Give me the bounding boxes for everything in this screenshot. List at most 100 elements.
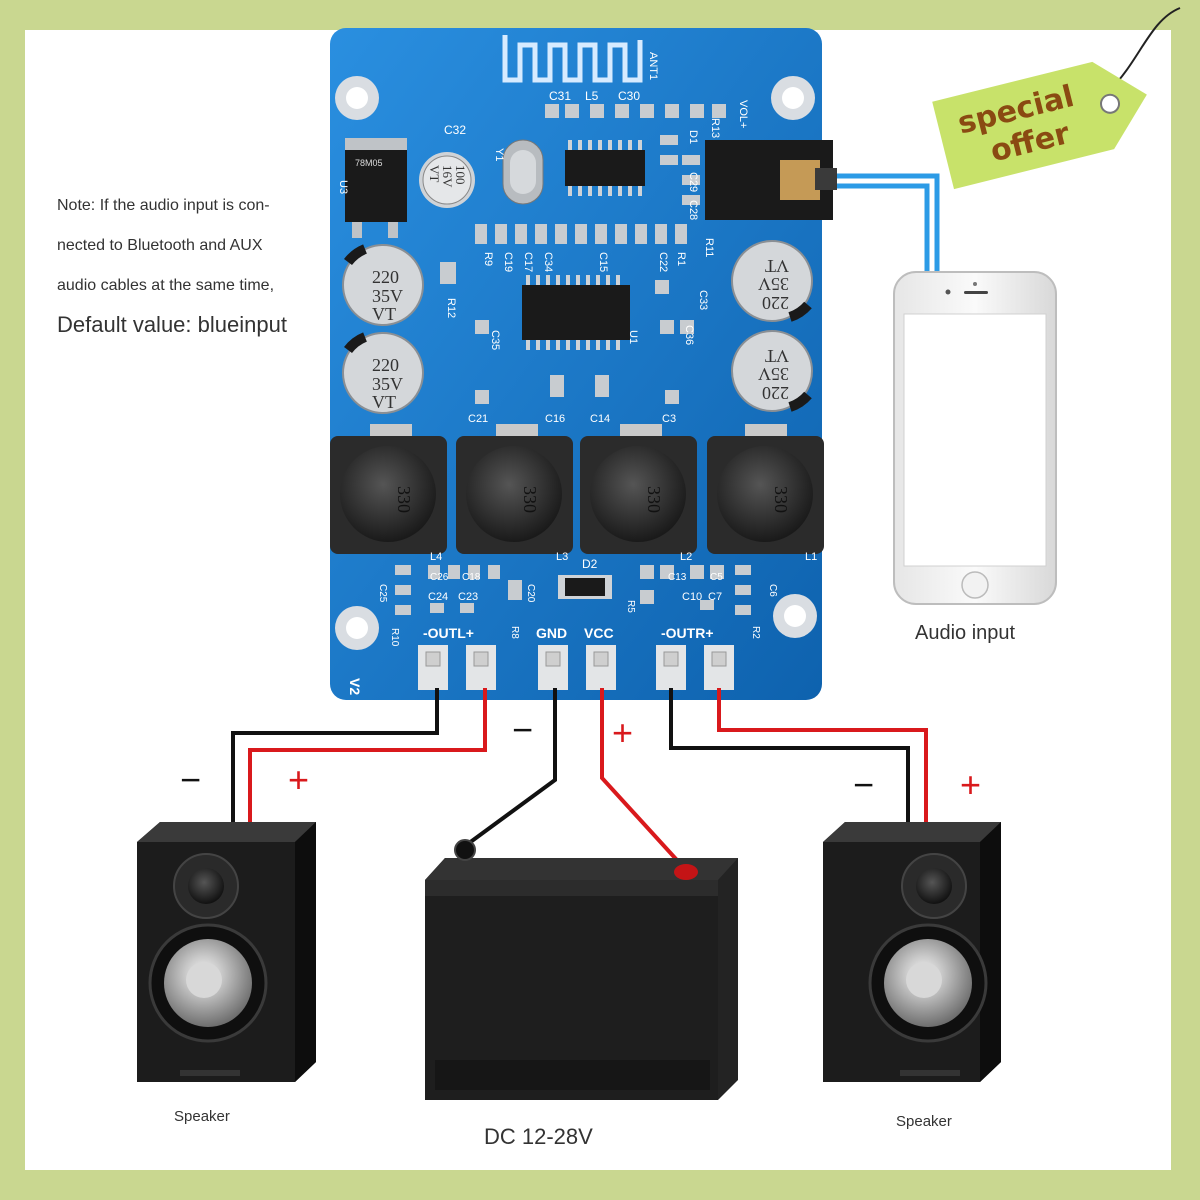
regulator-label: 78M05: [355, 158, 383, 168]
mounting-hole-icon: [335, 76, 817, 650]
inductor-value: 330: [520, 486, 540, 513]
terminal-outr: -OUTR+: [661, 625, 714, 641]
label-c17: C17: [522, 252, 534, 272]
label-c25: C25: [377, 584, 388, 603]
antenna-label: ANT1: [647, 52, 659, 80]
label-c10: C10: [682, 591, 702, 603]
cap-label-value: 220: [372, 267, 399, 287]
volume-label: VOL+: [737, 100, 749, 128]
battery-icon: [425, 839, 738, 1100]
note-text: Note: If the audio input is con- nected …: [57, 186, 322, 306]
label-c20: C20: [525, 584, 536, 603]
label-u1: U1: [627, 330, 639, 344]
label-l3: L3: [556, 551, 568, 563]
label-c14: C14: [590, 413, 610, 425]
default-value-text: Default value: blueinput: [57, 312, 287, 337]
label-r5: R5: [625, 600, 636, 613]
terminal-gnd: GND: [536, 625, 567, 641]
label-r2: R2: [750, 626, 761, 639]
label-c28: C28: [687, 200, 699, 220]
terminal-vcc: VCC: [584, 625, 614, 641]
wire-right-minus: [669, 688, 910, 822]
voltage-regulator: [345, 138, 407, 238]
wire-left-plus: [248, 688, 487, 822]
audio-jack: [705, 140, 837, 220]
cap-label-voltage: 35V: [372, 374, 403, 394]
label-c5: C5: [710, 572, 723, 583]
smd-components: [395, 104, 751, 615]
label-l2: L2: [680, 551, 692, 563]
bluetooth-chip: [565, 140, 645, 196]
diode: [558, 575, 612, 599]
cap-label-value: 220: [762, 383, 789, 403]
amplifier-board: [330, 28, 837, 700]
board-silkscreen: ANT1 VOL+ 78M05 C31 L5 C30 C32 U3 Y1 C28…: [337, 52, 817, 695]
label-l1: L1: [805, 551, 817, 563]
terminal-outl: -OUTL+: [423, 625, 474, 641]
wire-vcc: [600, 688, 688, 872]
label-c23: C23: [458, 591, 478, 603]
capacitor-large: [342, 240, 813, 414]
label-c32: C32: [444, 123, 466, 137]
label-c16: C16: [545, 413, 565, 425]
label-c15: C15: [597, 252, 609, 272]
label-c34: C34: [542, 252, 554, 272]
label-c24: C24: [428, 591, 448, 603]
label-r13: R13: [709, 118, 721, 138]
left-plus-sign: +: [288, 759, 309, 800]
label-u3: U3: [337, 180, 349, 194]
cap-label-value: 220: [372, 355, 399, 375]
label-r11: R11: [703, 238, 715, 257]
cap-label-voltage: 35V: [758, 274, 789, 294]
terminal-pins: [418, 645, 734, 690]
note-line: nected to Bluetooth and AUX: [57, 237, 263, 254]
cap-small-value: 100: [453, 165, 468, 185]
cap-label-series: VT: [372, 392, 396, 412]
speaker-left-icon: [137, 822, 316, 1082]
cap-small-voltage: 16V: [440, 165, 455, 188]
special-offer-tag: special offer: [932, 7, 1181, 190]
cap-label-series: VT: [765, 346, 789, 366]
label-r9: R9: [482, 252, 494, 266]
label-d2: D2: [582, 557, 598, 571]
label-y1: Y1: [493, 148, 505, 161]
label-c18: C18: [462, 572, 481, 583]
label-c21: C21: [468, 413, 488, 425]
vcc-plus-sign: +: [612, 712, 633, 753]
label-c3: C3: [662, 413, 676, 425]
amplifier-chip: [522, 275, 630, 350]
inductors: [330, 424, 824, 554]
audio-input-label: Audio input: [915, 622, 1016, 644]
version-label: V2: [347, 678, 363, 695]
label-c26: C26: [430, 572, 449, 583]
right-plus-sign: +: [960, 764, 981, 805]
speaker-right-icon: [823, 822, 1001, 1082]
speaker-right-label: Speaker: [896, 1113, 952, 1130]
right-minus-sign: −: [853, 764, 874, 805]
cap-label-series: VT: [372, 304, 396, 324]
speaker-left-label: Speaker: [174, 1108, 230, 1125]
cap-label-value: 220: [762, 293, 789, 313]
gnd-minus-sign: −: [512, 709, 533, 750]
audio-cable: [835, 173, 940, 272]
label-c7: C7: [708, 591, 722, 603]
label-r10: R10: [389, 628, 400, 647]
note-line: audio cables at the same time,: [57, 277, 275, 294]
cap-label-series: VT: [765, 256, 789, 276]
label-c19: C19: [502, 252, 514, 272]
phone-icon: [893, 271, 1057, 605]
label-c33: C33: [697, 290, 709, 310]
power-label: DC 12-28V: [484, 1124, 593, 1149]
inductor-value: 330: [771, 486, 791, 513]
antenna-trace: [502, 35, 643, 83]
label-r12: R12: [445, 298, 457, 318]
label-c35: C35: [489, 330, 501, 350]
cap-label-voltage: 35V: [758, 364, 789, 384]
label-c30: C30: [618, 89, 640, 103]
inductor-value: 330: [394, 486, 414, 513]
label-l4: L4: [430, 551, 442, 563]
wires: [231, 688, 928, 872]
label-r1: R1: [675, 252, 687, 266]
label-c31: C31: [549, 89, 571, 103]
